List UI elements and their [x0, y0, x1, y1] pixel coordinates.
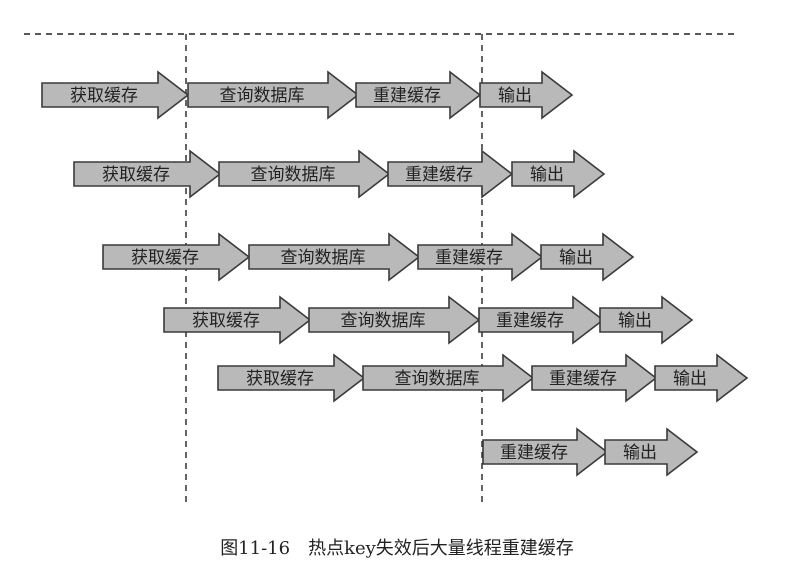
arrow-step: 获取缓存 [41, 70, 190, 120]
arrow-label: 获取缓存 [102, 165, 170, 185]
arrow-step: 查询数据库 [218, 149, 391, 199]
arrow-step: 获取缓存 [217, 353, 366, 403]
arrow-shape [362, 353, 535, 403]
arrow-label: 获取缓存 [131, 248, 199, 268]
arrow-shape [163, 295, 312, 345]
arrow-step: 重建缓存 [531, 353, 658, 403]
arrow-label: 查询数据库 [281, 248, 366, 268]
arrow-label: 重建缓存 [405, 165, 473, 185]
arrow-label: 重建缓存 [435, 248, 503, 268]
arrow-shape [654, 353, 749, 403]
arrow-shape [73, 149, 222, 199]
arrow-label: 重建缓存 [496, 311, 564, 331]
arrow-step: 输出 [654, 353, 749, 403]
arrow-shape [355, 70, 482, 120]
arrow-shape [187, 70, 360, 120]
arrow-step: 获取缓存 [163, 295, 312, 345]
arrow-label: 输出 [618, 311, 652, 331]
arrow-step: 查询数据库 [362, 353, 535, 403]
arrow-shape [218, 149, 391, 199]
arrow-label: 重建缓存 [500, 443, 568, 463]
arrow-label: 重建缓存 [549, 369, 617, 389]
arrow-label: 获取缓存 [70, 86, 138, 106]
arrow-label: 查询数据库 [395, 369, 480, 389]
arrow-shape [41, 70, 190, 120]
arrow-shape [511, 149, 606, 199]
figure-caption: 图11-16 热点key失效后大量线程重建缓存 [220, 538, 574, 559]
arrow-step: 查询数据库 [187, 70, 360, 120]
arrow-shape [482, 427, 609, 477]
arrow-shape [102, 232, 251, 282]
arrow-shape [417, 232, 544, 282]
arrow-step: 输出 [604, 427, 699, 477]
arrow-shape [479, 70, 574, 120]
arrow-shape [248, 232, 421, 282]
arrow-label: 输出 [623, 443, 657, 463]
arrow-shape [531, 353, 658, 403]
arrow-shape [540, 232, 635, 282]
arrow-step: 输出 [599, 295, 694, 345]
arrow-step: 输出 [479, 70, 574, 120]
arrow-label: 获取缓存 [246, 369, 314, 389]
arrow-step: 获取缓存 [73, 149, 222, 199]
arrow-shape [478, 295, 605, 345]
arrow-label: 查询数据库 [341, 311, 426, 331]
arrow-shape [604, 427, 699, 477]
arrow-step: 输出 [511, 149, 606, 199]
thread-timeline-diagram: 获取缓存查询数据库重建缓存输出获取缓存查询数据库重建缓存输出获取缓存查询数据库重… [24, 33, 749, 506]
arrow-label: 输出 [673, 369, 707, 389]
arrow-label: 输出 [530, 165, 564, 185]
arrow-step: 重建缓存 [355, 70, 482, 120]
arrow-label: 查询数据库 [220, 86, 305, 106]
arrow-step: 查询数据库 [248, 232, 421, 282]
arrow-label: 获取缓存 [192, 311, 260, 331]
arrow-step: 重建缓存 [482, 427, 609, 477]
arrow-label: 输出 [498, 86, 532, 106]
arrow-label: 查询数据库 [251, 165, 336, 185]
arrow-step: 输出 [540, 232, 635, 282]
arrow-rows: 获取缓存查询数据库重建缓存输出获取缓存查询数据库重建缓存输出获取缓存查询数据库重… [41, 70, 749, 477]
arrow-label: 重建缓存 [373, 86, 441, 106]
arrow-step: 获取缓存 [102, 232, 251, 282]
arrow-step: 重建缓存 [387, 149, 514, 199]
arrow-step: 重建缓存 [417, 232, 544, 282]
arrow-shape [387, 149, 514, 199]
arrow-label: 输出 [559, 248, 593, 268]
arrow-shape [308, 295, 481, 345]
arrow-shape [599, 295, 694, 345]
arrow-step: 查询数据库 [308, 295, 481, 345]
arrow-step: 重建缓存 [478, 295, 605, 345]
arrow-shape [217, 353, 366, 403]
